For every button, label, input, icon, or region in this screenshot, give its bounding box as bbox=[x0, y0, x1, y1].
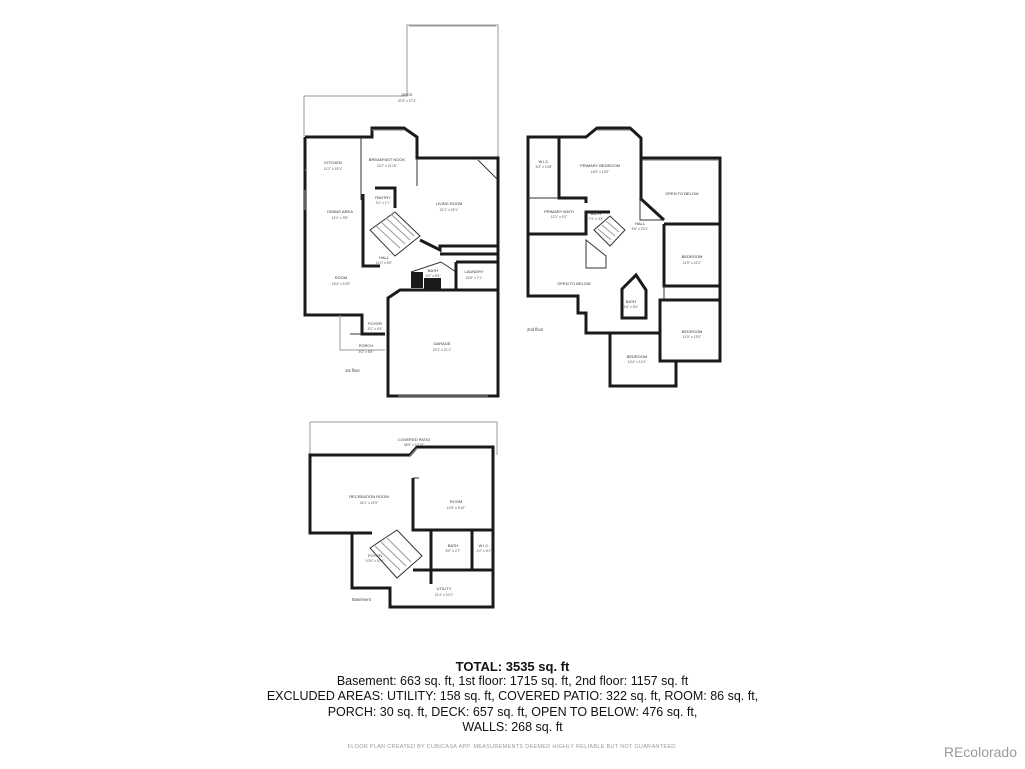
room-dims: 11'5" x 13'0" bbox=[683, 335, 702, 339]
room-label: LAUNDRY bbox=[464, 269, 483, 274]
room-dims: 6'6" x 23'1" bbox=[632, 227, 650, 231]
room-dims: 11'5" x 12'2" bbox=[683, 261, 702, 265]
room-dims: 12'2" x 9'2" bbox=[551, 215, 569, 219]
floor-areas: Basement: 663 sq. ft, 1st floor: 1715 sq… bbox=[336, 674, 689, 689]
room-dims: 3'1" x 1'7" bbox=[376, 201, 392, 205]
room-dims: 21'4" x 10'1" bbox=[435, 593, 454, 597]
room-dims: 8'1" x 6'4" bbox=[368, 327, 384, 331]
room-dims: 7'3" x 3'3" bbox=[589, 217, 605, 221]
room-label: W.I.C. bbox=[539, 159, 550, 164]
room-label: BEDROOM bbox=[627, 354, 648, 359]
room-dims: 16'4" x 10'5" bbox=[332, 282, 351, 286]
room-label: PANTRY bbox=[375, 195, 391, 200]
room-label: PRIMARY BEDROOM bbox=[580, 163, 620, 168]
room-label: ROOM bbox=[450, 499, 462, 504]
room-dims: 10'6" x 7'1" bbox=[466, 276, 484, 280]
first-floor-plan: DECK 20'3" x 27'4" KITCHEN 11'1" x 15'1"… bbox=[303, 24, 500, 398]
room-label: UTILITY bbox=[437, 586, 452, 591]
room-label: GARAGE bbox=[433, 341, 450, 346]
room-dims: 10'5" x 10'6" bbox=[366, 559, 385, 563]
floor-label: Basement bbox=[352, 597, 372, 602]
room-dims: 11'2" x 11'10" bbox=[377, 164, 398, 168]
room-dims: 11'2" x 6'0" bbox=[376, 261, 393, 265]
excluded-areas-line-2: PORCH: 30 sq. ft, DECK: 657 sq. ft, OPEN… bbox=[327, 704, 698, 719]
total-area: TOTAL: 3535 sq. ft bbox=[455, 659, 570, 674]
disclaimer-text: FLOOR PLAN CREATED BY CUBICASA APP. MEAS… bbox=[347, 744, 678, 750]
room-label: BATH bbox=[591, 211, 601, 216]
room-dims: 11'1" x 15'1" bbox=[324, 167, 343, 171]
room-label: BREAKFAST NOOK bbox=[369, 157, 406, 162]
room-label: PRIMARY BATH bbox=[544, 209, 574, 214]
basement-plan: COVERED PATIO 38'9" x 10'10" RECREATION … bbox=[308, 421, 498, 609]
room-dims: 22'1" x 21'1" bbox=[433, 348, 452, 352]
room-dims: 21'1" x 15'1" bbox=[440, 208, 459, 212]
room-label: W.I.C. bbox=[479, 543, 490, 548]
room-label: BEDROOM bbox=[682, 254, 703, 259]
room-dims: 8'1" x 5'8" bbox=[359, 350, 375, 354]
room-label: FOYER bbox=[368, 553, 382, 558]
room-label: FOYER bbox=[368, 321, 382, 326]
room-label: KITCHEN bbox=[324, 160, 342, 165]
room-label: BATH bbox=[448, 543, 458, 548]
room-label: BATH bbox=[626, 299, 636, 304]
room-dims: 38'9" x 10'10" bbox=[404, 443, 425, 447]
walls-area: WALLS: 268 sq. ft bbox=[462, 719, 563, 734]
room-label: RECREATION ROOM bbox=[349, 494, 388, 499]
room-dims: 20'3" x 27'4" bbox=[398, 99, 417, 103]
room-dims: 8'0" x 4'7" bbox=[446, 549, 462, 553]
room-label: DINING AREA bbox=[327, 209, 353, 214]
room-label: HALL bbox=[379, 255, 390, 260]
second-floor-plan: W.I.C. 6'3" x 10'8" PRIMARY BEDROOM 16'0… bbox=[526, 126, 722, 388]
room-dims: 4'2" x 6'1" bbox=[477, 549, 493, 553]
room-label: OPEN TO BELOW bbox=[557, 281, 591, 286]
room-label: PORCH bbox=[359, 343, 374, 348]
room-label: OPEN TO BELOW bbox=[665, 191, 699, 196]
floor-label: 2nd floor bbox=[527, 327, 544, 332]
room-dims: 10'3" x 9'10" bbox=[447, 506, 466, 510]
room-label: ROOM bbox=[335, 275, 347, 280]
room-dims: 6'2" x 5'5" bbox=[426, 274, 442, 278]
room-dims: 6'3" x 10'8" bbox=[536, 165, 554, 169]
room-label: BATH bbox=[428, 268, 438, 273]
room-dims: 10'4" x 12'4" bbox=[628, 360, 647, 364]
room-label: DECK bbox=[401, 92, 412, 97]
room-label: COVERED PATIO bbox=[398, 437, 430, 442]
room-label: BEDROOM bbox=[682, 329, 703, 334]
floor-label: 1st floor bbox=[345, 368, 361, 373]
room-dims: 14'1" x 9'5" bbox=[332, 216, 350, 220]
room-dims: 16'0" x 13'9" bbox=[591, 170, 610, 174]
room-label: LIVING ROOM bbox=[436, 201, 463, 206]
excluded-areas-line-1: EXCLUDED AREAS: UTILITY: 158 sq. ft, COV… bbox=[266, 689, 759, 704]
room-dims: 6'6" x 8'4" bbox=[624, 305, 640, 309]
brand-watermark: REcolorado bbox=[943, 744, 1017, 760]
room-label: HALL bbox=[635, 221, 646, 226]
area-summary: TOTAL: 3535 sq. ft Basement: 663 sq. ft,… bbox=[0, 659, 1025, 735]
room-dims: 24'1" x 22'0" bbox=[360, 501, 379, 505]
